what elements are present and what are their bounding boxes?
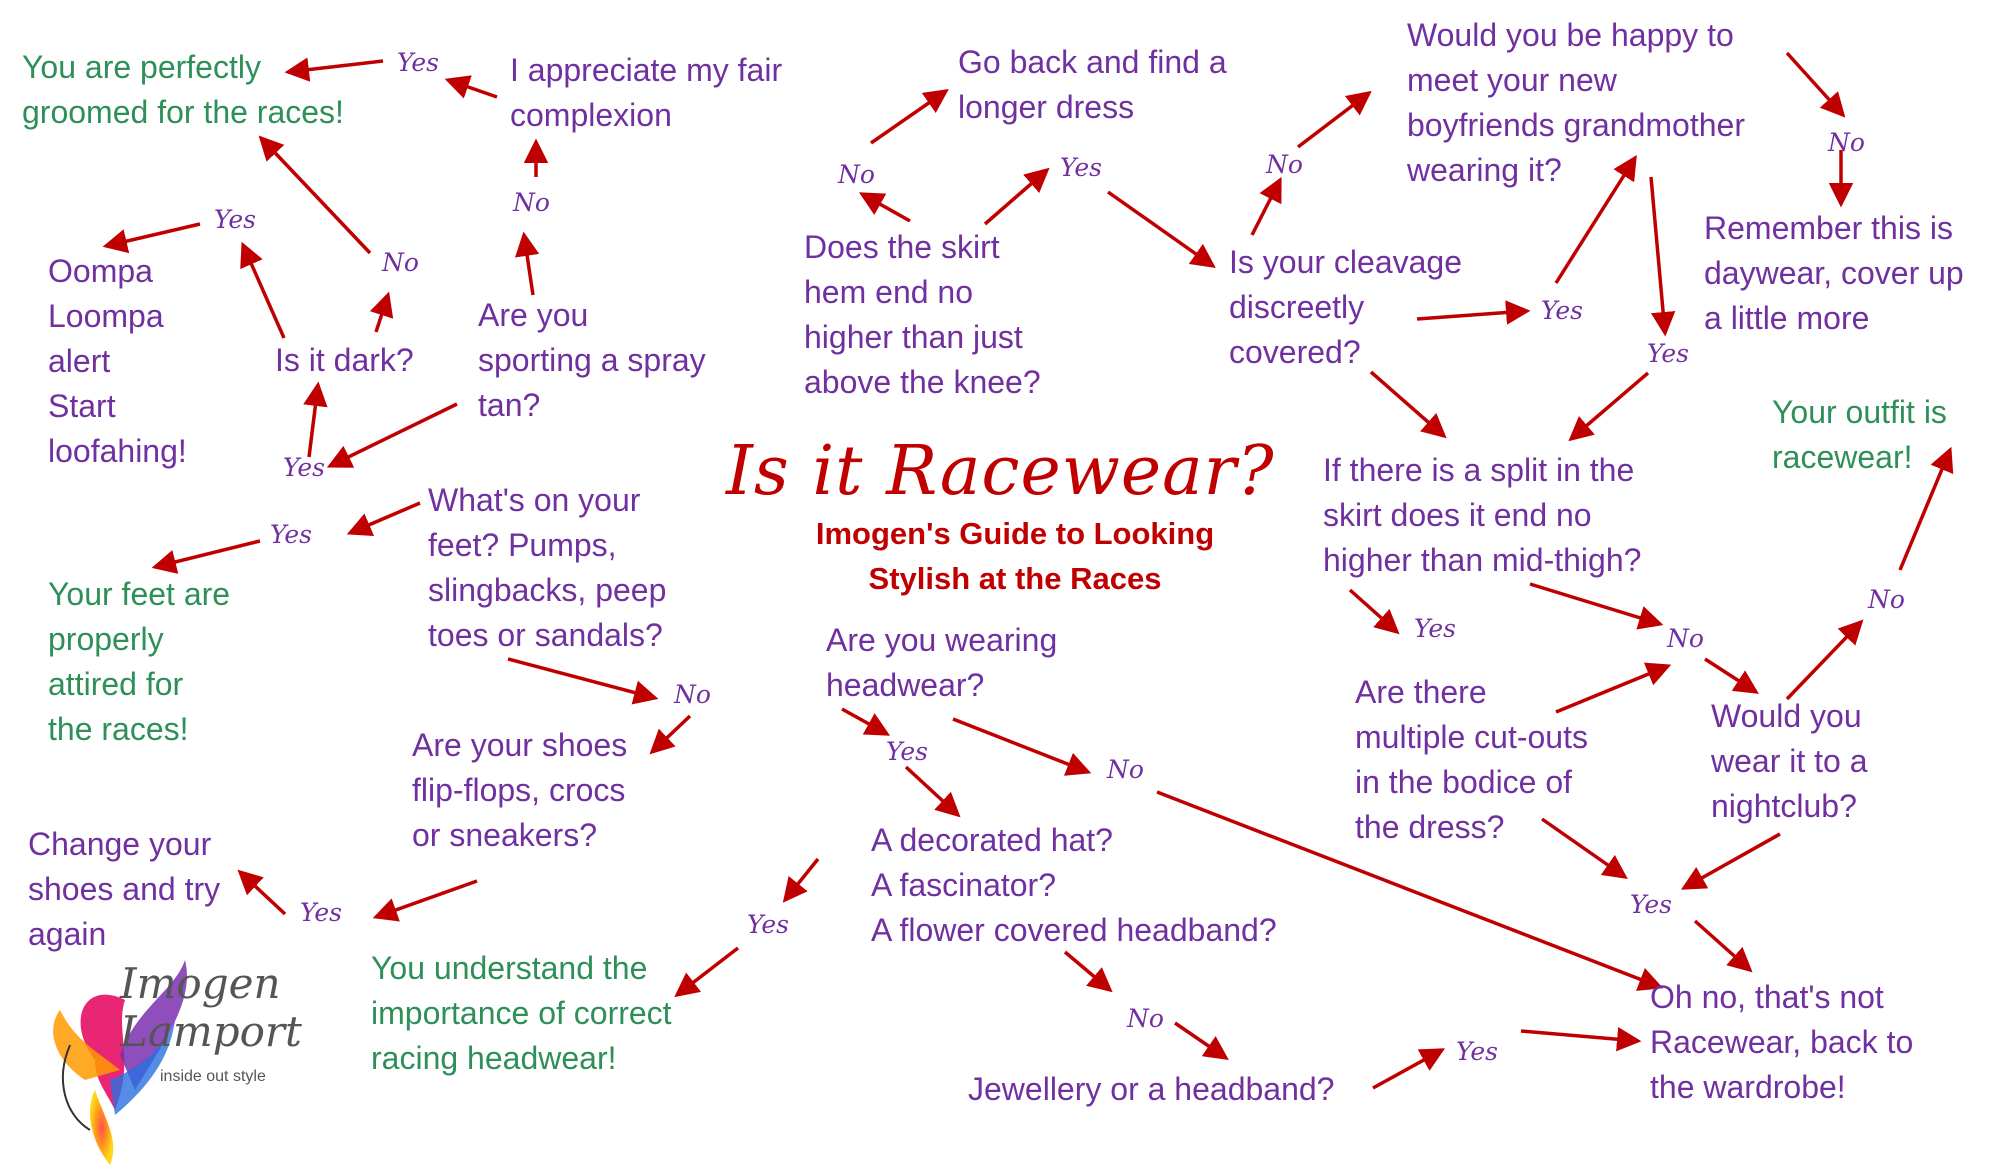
arrow <box>237 869 287 916</box>
arrow <box>952 717 1092 776</box>
outcome-feet-ok: Your feet are properly attired for the r… <box>48 576 231 747</box>
logo-name: Imogen Lamport <box>120 959 302 1056</box>
arrow <box>1520 1027 1642 1052</box>
label-no: No <box>513 188 550 217</box>
label-yes: Yes <box>300 898 342 927</box>
label-yes: Yes <box>1060 153 1102 182</box>
arrow <box>326 402 458 468</box>
arrow <box>983 167 1050 226</box>
outcome-headwear-ok: You understand the importance of correct… <box>371 950 672 1076</box>
label-yes: Yes <box>397 48 439 77</box>
question-is-it-dark: Is it dark? <box>275 342 414 378</box>
arrow <box>1785 619 1864 701</box>
arrow <box>1680 832 1781 890</box>
label-yes: Yes <box>1647 339 1689 368</box>
arrow <box>1369 370 1447 439</box>
arrow <box>858 192 911 223</box>
arrow <box>346 501 421 536</box>
label-yes: Yes <box>1541 296 1583 325</box>
arrow <box>1296 90 1372 149</box>
question-headwear: Are you wearing headwear? <box>826 622 1058 703</box>
question-split: If there is a split in the skirt does it… <box>1323 452 1642 578</box>
arrow <box>372 879 478 922</box>
arrow <box>444 75 498 99</box>
outcome-outfit-racewear: Your outfit is racewear! <box>1772 394 1947 475</box>
arrow <box>1555 662 1672 714</box>
arrow <box>870 89 949 145</box>
question-grandmother: Would you be happy to meet your new boyf… <box>1407 17 1745 188</box>
arrow <box>1649 176 1676 337</box>
brand-logo <box>53 960 187 1165</box>
diagram-title: Is it Racewear? <box>726 432 1275 511</box>
logo-tagline: inside out style <box>160 1068 266 1085</box>
label-no: No <box>1107 755 1144 784</box>
arrow <box>102 222 201 254</box>
arrow <box>1416 300 1531 325</box>
label-no: No <box>674 680 711 709</box>
label-yes: Yes <box>886 737 928 766</box>
arrow <box>1372 1048 1446 1090</box>
label-no: No <box>1868 585 1905 614</box>
label-no: No <box>1667 624 1704 653</box>
arrow <box>284 57 384 82</box>
arrow <box>1250 176 1282 236</box>
question-fair-complexion: I appreciate my fair complexion <box>510 52 783 133</box>
outcome-not-racewear: Oh no, that's not Racewear, back to the … <box>1650 979 1914 1105</box>
arrow <box>649 714 692 755</box>
arrow <box>369 291 394 333</box>
arrow <box>1554 155 1637 284</box>
outcome-perfectly-groomed: You are perfectly groomed for the races! <box>22 49 344 130</box>
label-yes: Yes <box>270 520 312 549</box>
label-no: No <box>1127 1004 1164 1033</box>
arrow <box>782 857 820 903</box>
label-yes: Yes <box>1456 1037 1498 1066</box>
label-no: No <box>382 248 419 277</box>
label-yes: Yes <box>1414 614 1456 643</box>
outcome-daywear: Remember this is daywear, cover up a lit… <box>1704 210 1964 336</box>
arrow <box>1898 446 1954 571</box>
arrow <box>1568 371 1650 442</box>
arrow <box>1529 582 1664 630</box>
diagram-subtitle: Imogen's Guide to Looking Stylish at the… <box>815 516 1215 596</box>
question-decorated-hat: A decorated hat? A fascinator? A flower … <box>871 822 1277 948</box>
arrow <box>1156 790 1664 991</box>
question-nightclub: Would you wear it to a nightclub? <box>1711 698 1868 824</box>
question-cleavage: Is your cleavage discreetly covered? <box>1229 244 1463 370</box>
arrow <box>1704 657 1759 694</box>
arrow <box>1785 51 1846 118</box>
question-flipflops: Are your shoes flip-flops, crocs or snea… <box>412 727 628 853</box>
arrow <box>258 135 372 255</box>
label-no: No <box>1266 150 1303 179</box>
outcome-oompa-loompa: Oompa Loompa alert Start loofahing! <box>48 253 187 469</box>
arrow <box>904 765 961 818</box>
arrow <box>1348 588 1400 635</box>
arrow <box>1063 950 1113 993</box>
label-yes: Yes <box>214 205 256 234</box>
arrow <box>1540 817 1628 880</box>
label-yes: Yes <box>283 453 325 482</box>
arrow <box>1106 190 1216 269</box>
outcome-go-back-dress: Go back and find a longer dress <box>958 44 1227 125</box>
arrow <box>515 231 540 296</box>
arrow <box>303 381 328 458</box>
arrow <box>240 241 286 339</box>
label-yes: Yes <box>1630 890 1672 919</box>
label-yes: Yes <box>747 910 789 939</box>
arrow <box>151 539 261 574</box>
arrow <box>507 657 659 705</box>
outcome-change-shoes: Change your shoes and try again <box>28 826 221 952</box>
question-jewellery: Jewellery or a headband? <box>968 1071 1335 1107</box>
arrow <box>674 946 740 998</box>
question-feet: What's on your feet? Pumps, slingbacks, … <box>428 482 667 653</box>
question-cutouts: Are there multiple cut-outs in the bodic… <box>1355 674 1588 845</box>
arrow <box>1693 919 1753 973</box>
arrow <box>1174 1021 1229 1060</box>
arrow <box>841 707 891 736</box>
label-no: No <box>838 160 875 189</box>
question-skirt-hem: Does the skirt hem end no higher than ju… <box>804 229 1041 400</box>
question-spray-tan: Are you sporting a spray tan? <box>478 297 706 423</box>
label-no: No <box>1828 128 1865 157</box>
